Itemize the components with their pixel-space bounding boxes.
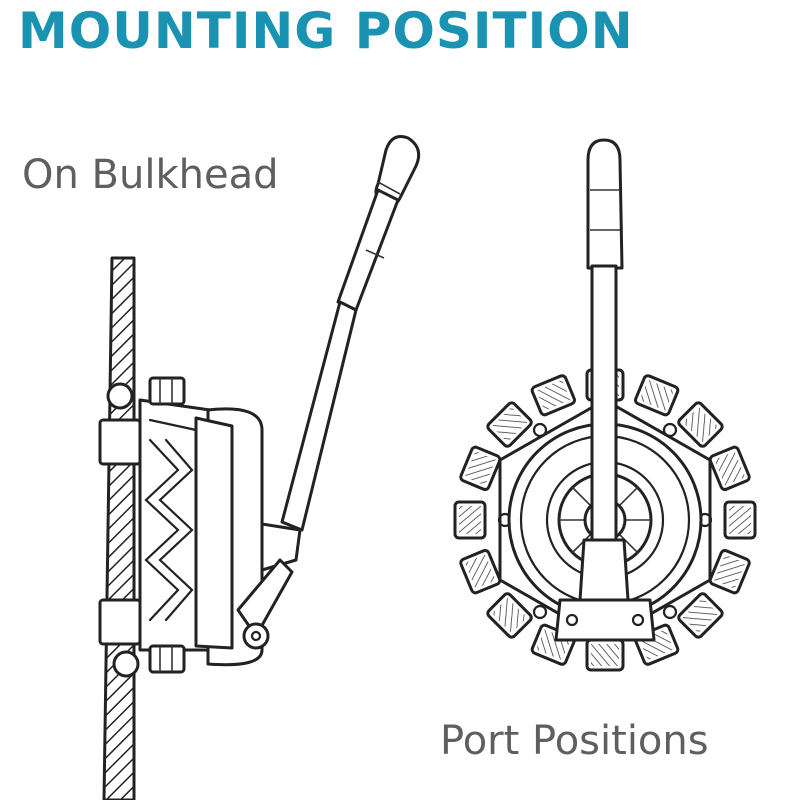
- bulkhead-side-view: [98, 135, 421, 800]
- bottom-clamp: [554, 598, 656, 642]
- port-positions-label: Port Positions: [440, 718, 709, 764]
- port-positions-front-view: [453, 138, 757, 672]
- bulkhead-wall: [102, 256, 136, 800]
- diagram-title: MOUNTING POSITION: [18, 2, 634, 60]
- pump-body-side: [98, 376, 302, 678]
- handle-front: [578, 138, 630, 602]
- on-bulkhead-label: On Bulkhead: [22, 152, 279, 198]
- handle: [280, 135, 421, 532]
- port-ring: [453, 368, 757, 672]
